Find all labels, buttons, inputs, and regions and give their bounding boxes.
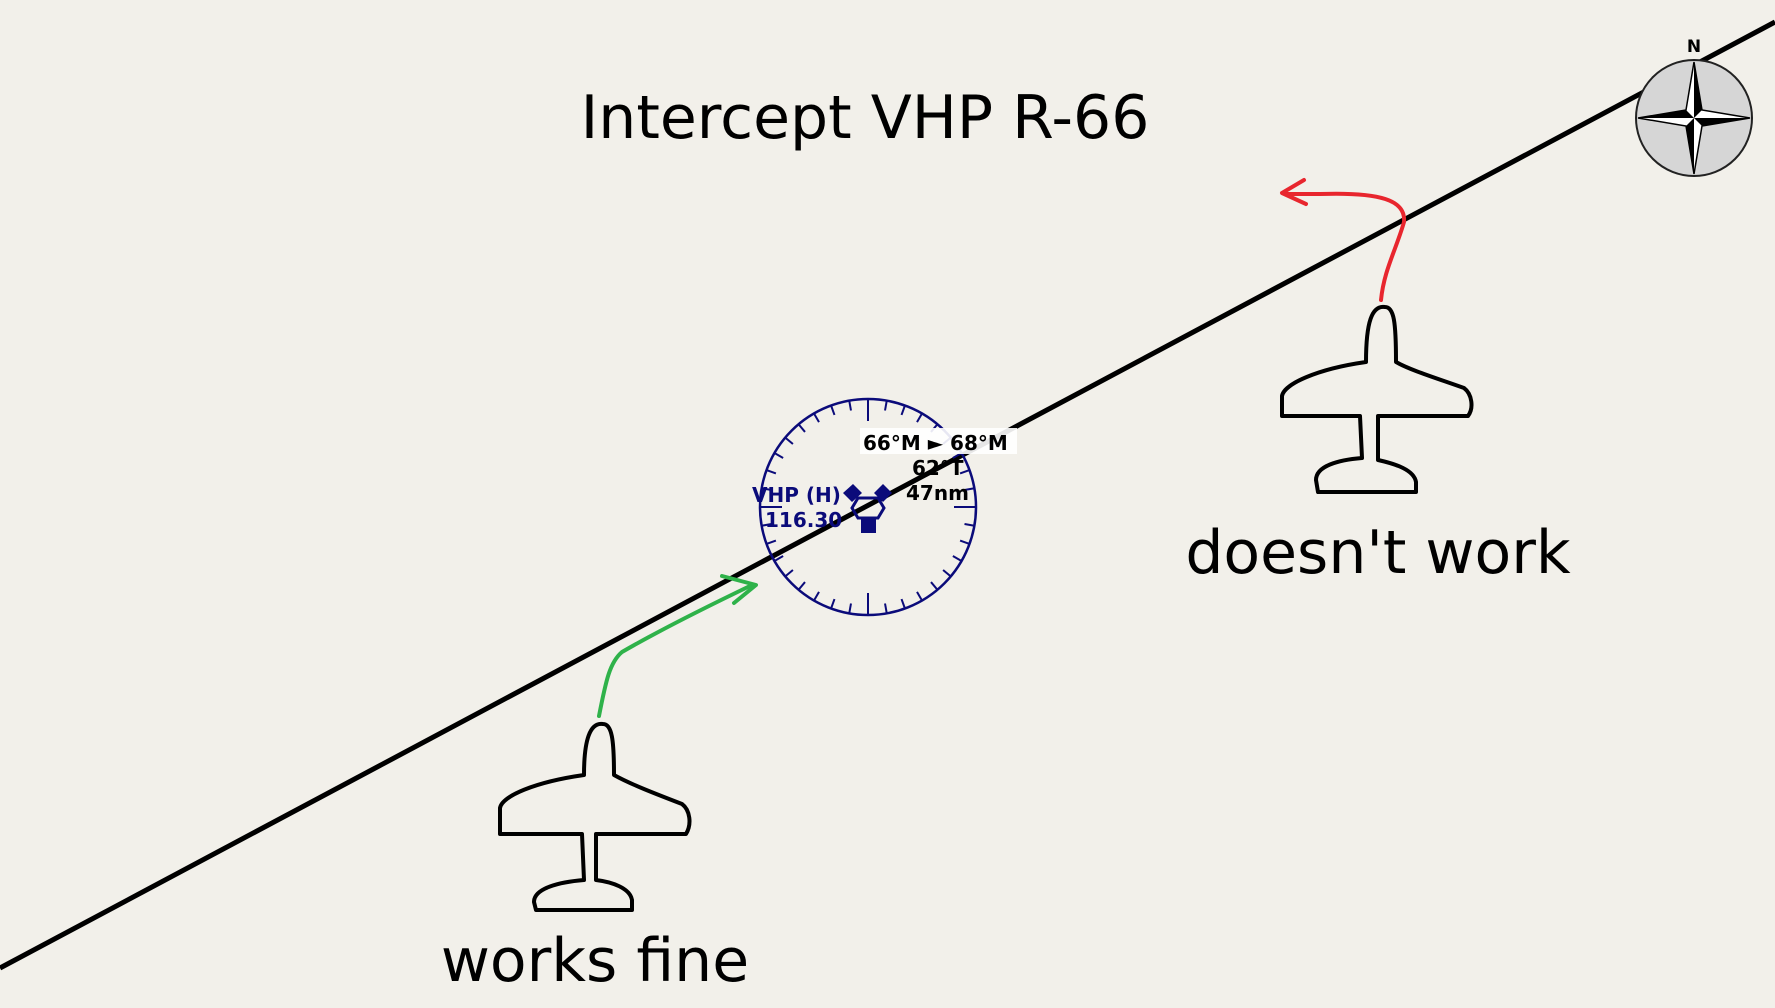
- arrowhead-success-icon: [720, 574, 758, 605]
- rose-tick: [830, 405, 836, 416]
- rose-tick: [930, 581, 939, 591]
- rose-tick: [797, 423, 806, 433]
- arrowhead-failure-icon: [1280, 178, 1308, 206]
- north-compass-icon: N: [1635, 37, 1753, 177]
- rose-tick: [916, 412, 923, 423]
- rose-tick: [959, 469, 970, 475]
- radial-bearing-label: 66°M ► 68°M: [863, 431, 1008, 455]
- rose-tick: [884, 400, 888, 411]
- rose-tick: [773, 452, 784, 459]
- rose-tick: [848, 603, 852, 614]
- airplane-icon: [498, 721, 692, 912]
- vor-ident-label: VHP (H): [752, 483, 841, 507]
- rose-tick: [813, 591, 820, 602]
- intercept-arrow-success: [597, 583, 754, 718]
- true-bearing-label: 62°T: [912, 456, 964, 480]
- intercept-arrow-failure: [1284, 191, 1407, 302]
- rose-tick: [959, 539, 970, 545]
- rose-tick: [916, 591, 923, 602]
- diagram-title: Intercept VHP R-66: [581, 83, 1150, 153]
- rose-tick: [830, 598, 836, 609]
- rose-tick: [784, 436, 794, 445]
- rose-tick: [848, 400, 852, 411]
- vor-compass-rose: [758, 397, 978, 617]
- rose-tick: [964, 487, 975, 491]
- rose-tick: [797, 581, 806, 591]
- rose-tick: [952, 555, 963, 562]
- vor-station-icon: [843, 484, 892, 533]
- rose-tick: [942, 569, 952, 578]
- caption-doesnt-work: doesn't work: [1185, 518, 1571, 588]
- aircraft-doesnt-work: doesn't work: [1185, 178, 1571, 588]
- airplane-icon: [1280, 304, 1474, 494]
- vor-frequency-label: 116.30: [765, 508, 842, 532]
- rose-tick: [766, 469, 777, 475]
- rose-tick: [900, 405, 906, 416]
- rose-tick: [964, 523, 975, 527]
- distance-label: 47nm: [906, 481, 969, 505]
- rose-tick: [766, 539, 777, 545]
- rose-tick: [761, 523, 772, 527]
- rose-tick: [900, 598, 906, 609]
- radial-label-background: [860, 428, 1017, 454]
- rose-tick: [773, 555, 784, 562]
- aircraft-works-fine: works fine: [441, 574, 758, 996]
- rose-tick: [813, 412, 820, 423]
- rose-tick: [884, 603, 888, 614]
- caption-works-fine: works fine: [441, 926, 749, 996]
- rose-tick: [784, 569, 794, 578]
- rose-tick: [761, 487, 772, 491]
- north-label: N: [1687, 37, 1701, 57]
- vor-rose-ticks: [760, 399, 976, 615]
